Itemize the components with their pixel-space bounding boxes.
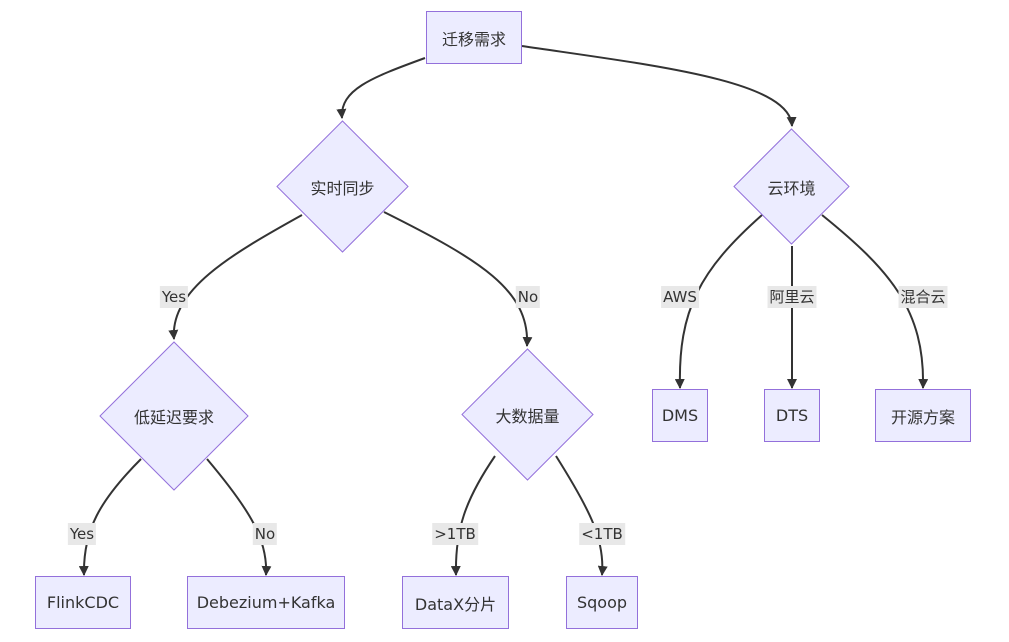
edge-label-cloud-hybrid: 混合云 xyxy=(898,286,948,308)
node-migration-requirement[interactable]: 迁移需求 xyxy=(426,11,522,64)
diamond-shape xyxy=(276,120,409,253)
node-label: FlinkCDC xyxy=(46,593,120,612)
node-label: DataX分片 xyxy=(414,594,497,614)
edge-volume-datax xyxy=(450,455,496,576)
edge-volume-sqoop xyxy=(555,455,608,576)
node-flinkcdc[interactable]: FlinkCDC xyxy=(35,576,131,629)
edge-realtime-latency xyxy=(168,214,303,340)
node-label: DMS xyxy=(661,406,699,425)
edge-label-cloud-aws: AWS xyxy=(661,286,699,308)
edge-label-realtime-yes: Yes xyxy=(159,286,189,308)
node-label: 大数据量 xyxy=(495,406,560,426)
node-sqoop[interactable]: Sqoop xyxy=(566,576,638,629)
node-label: Sqoop xyxy=(576,593,628,612)
decision-low-latency[interactable]: 低延迟要求 xyxy=(99,341,249,491)
diamond-shape xyxy=(461,348,594,481)
node-label: 云环境 xyxy=(767,178,816,198)
node-label: Debezium+Kafka xyxy=(196,593,336,612)
edge-label-volume-gt1tb: >1TB xyxy=(432,523,478,545)
node-dts[interactable]: DTS xyxy=(764,389,820,442)
edge-root-realtime xyxy=(336,57,426,119)
decision-large-volume[interactable]: 大数据量 xyxy=(461,348,594,481)
node-datax[interactable]: DataX分片 xyxy=(402,576,509,629)
decision-realtime-sync[interactable]: 实时同步 xyxy=(276,120,409,253)
node-open-source[interactable]: 开源方案 xyxy=(875,389,971,442)
edge-realtime-volume xyxy=(383,211,533,347)
node-label: 开源方案 xyxy=(890,407,955,427)
decision-cloud-environment[interactable]: 云环境 xyxy=(733,128,850,245)
diamond-shape xyxy=(733,128,850,245)
edge-label-latency-no: No xyxy=(252,523,278,545)
edge-label-volume-lt1tb: <1TB xyxy=(579,523,625,545)
node-label: DTS xyxy=(775,406,809,425)
edge-root-cloud xyxy=(521,45,797,127)
diamond-shape xyxy=(99,341,249,491)
edge-latency-flink xyxy=(78,458,142,576)
node-label: 实时同步 xyxy=(310,178,375,198)
edge-label-realtime-no: No xyxy=(515,286,541,308)
node-label: 低延迟要求 xyxy=(133,408,214,427)
node-dms[interactable]: DMS xyxy=(652,389,708,442)
edge-label-latency-yes: Yes xyxy=(67,523,97,545)
node-label: 迁移需求 xyxy=(441,29,506,49)
node-debezium-kafka[interactable]: Debezium+Kafka xyxy=(187,576,345,629)
edge-label-cloud-aliyun: 阿里云 xyxy=(767,286,817,308)
